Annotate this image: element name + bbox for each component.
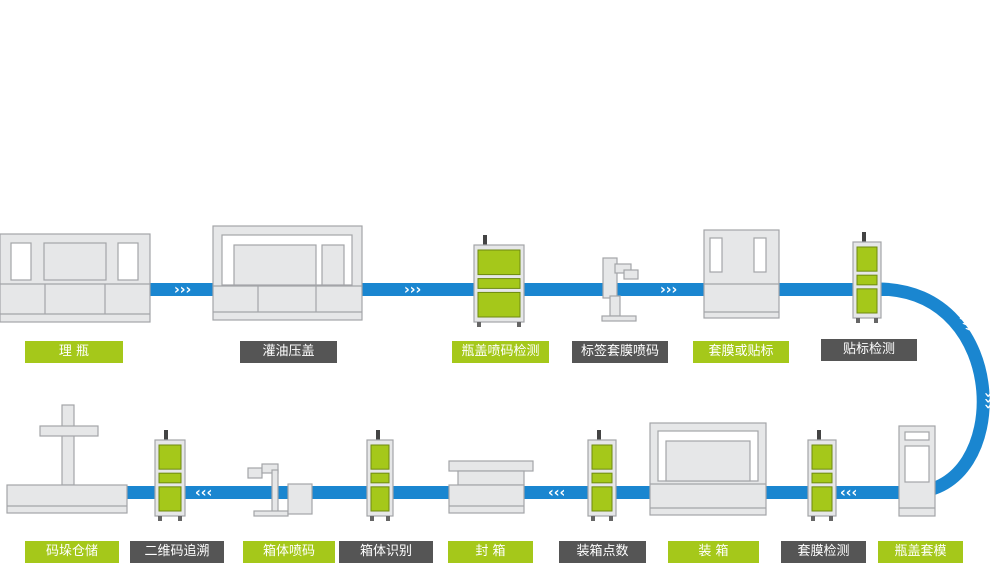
machine-sleeving-labeling <box>703 229 780 319</box>
label-carton-count: 装箱点数 <box>559 541 646 563</box>
machines <box>0 225 936 517</box>
label-palletizing-warehouse: 码垛仓储 <box>25 541 119 563</box>
machine-bottle-sorting <box>0 233 151 323</box>
flow-arrows: ››› ››› ››› ››› ››› ‹‹‹ ‹‹‹ ‹‹‹ <box>174 282 996 501</box>
machine-filling-capping <box>212 225 363 321</box>
flow-arrow-right: ››› <box>980 392 996 409</box>
label-carton-printing: 箱体喷码 <box>243 541 335 563</box>
label-label-inspection: 贴标检测 <box>821 339 917 361</box>
label-filling-capping: 灌油压盖 <box>240 341 337 363</box>
inspection-cabinets <box>154 232 882 521</box>
machine-carton-sealing <box>448 460 534 514</box>
machine-cap-sleeving <box>898 425 936 517</box>
return-conveyor-curve <box>877 282 990 499</box>
label-cap-sleeving: 瓶盖套模 <box>878 541 963 563</box>
cabinet-label-inspection <box>852 232 882 323</box>
flow-arrow-right: ››› <box>660 282 677 298</box>
flow-arrow-right: ››› <box>955 312 978 335</box>
cabinet-carton-identification <box>366 430 394 521</box>
flow-arrow-left: ‹‹‹ <box>195 485 212 501</box>
label-qr-traceability: 二维码追溯 <box>130 541 224 563</box>
label-bottle-sorting: 理 瓶 <box>25 341 123 363</box>
cabinet-qr-traceability <box>154 430 186 521</box>
cabinet-sleeve-inspection <box>807 430 837 521</box>
flow-arrow-right: ››› <box>174 282 191 298</box>
machine-label-sleeve-printing <box>601 257 639 322</box>
label-label-sleeve-printing: 标签套膜喷码 <box>572 341 668 363</box>
label-cap-print-inspection: 瓶盖喷码检测 <box>452 341 549 363</box>
label-sleeve-inspection: 套膜检测 <box>781 541 866 563</box>
machine-carton-printing <box>247 463 313 517</box>
label-carton-packing: 装 箱 <box>668 541 759 563</box>
flow-arrow-left: ‹‹‹ <box>548 485 565 501</box>
cabinet-carton-count <box>587 430 617 521</box>
machine-palletizing-warehouse <box>6 404 128 514</box>
label-sleeving-labeling: 套膜或贴标 <box>693 341 789 363</box>
label-carton-sealing: 封 箱 <box>448 541 533 563</box>
flow-arrow-right: ››› <box>404 282 421 298</box>
machine-carton-packing <box>649 422 767 516</box>
cabinet-cap-print-inspection <box>473 235 525 327</box>
label-carton-identification: 箱体识别 <box>339 541 433 563</box>
flow-arrow-left: ‹‹‹ <box>840 485 857 501</box>
